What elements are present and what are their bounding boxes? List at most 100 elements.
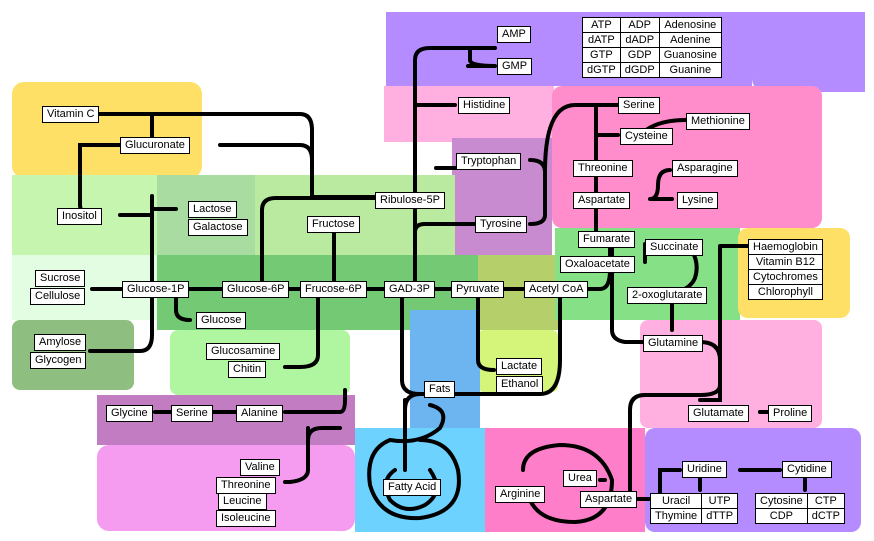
table-cell[interactable]: Guanosine [658, 47, 722, 63]
table-cell[interactable]: dADP [619, 32, 660, 48]
lactose-node[interactable]: Lactose [188, 201, 237, 218]
pyruvate-node[interactable]: Pyruvate [451, 281, 505, 298]
table-cell[interactable]: ADP [619, 17, 660, 33]
histidine-node[interactable]: Histidine [458, 97, 511, 114]
table-row: Cytochromes [748, 269, 823, 285]
glutamine-node[interactable]: Glutamine [643, 335, 704, 352]
cytidine-node[interactable]: Cytidine [782, 461, 832, 478]
oxoglutarate-node[interactable]: 2-oxoglutarate [627, 287, 708, 304]
serine-left-node[interactable]: Serine [171, 405, 213, 422]
gmp-node[interactable]: GMP [497, 58, 533, 75]
glucose-node[interactable]: Glucose [196, 312, 247, 329]
succinate-node[interactable]: Succinate [645, 239, 704, 256]
threonine-top-node[interactable]: Threonine [573, 160, 633, 177]
region-pentose [255, 175, 455, 255]
table-cell[interactable]: CTP [806, 493, 845, 509]
table-cell[interactable]: Uracil [649, 493, 703, 509]
uridine-node[interactable]: Uridine [682, 461, 727, 478]
arginine-node[interactable]: Arginine [495, 486, 546, 503]
serine-top-node[interactable]: Serine [618, 97, 660, 114]
fumarate-node[interactable]: Fumarate [578, 231, 636, 248]
region-histidine [384, 86, 554, 142]
aspartate-top-node[interactable]: Aspartate [573, 192, 631, 209]
sucrose-node[interactable]: Sucrose [35, 270, 86, 287]
table-row: Vitamin B12 [748, 254, 823, 270]
glycogen-node[interactable]: Glycogen [30, 352, 87, 369]
table-row: Haemoglobin [748, 239, 823, 255]
acetyl-coa-node[interactable]: Acetyl CoA [524, 281, 589, 298]
table-row: Chlorophyll [748, 284, 823, 300]
table-cell[interactable]: GDP [619, 47, 660, 63]
table-cell[interactable]: Chlorophyll [748, 284, 823, 300]
amylose-node[interactable]: Amylose [34, 334, 87, 351]
aspartate-bottom-node[interactable]: Aspartate [580, 491, 638, 508]
proline-node[interactable]: Proline [768, 405, 813, 422]
table-cell[interactable]: Adenine [658, 32, 722, 48]
asparagine-node[interactable]: Asparagine [672, 160, 738, 177]
methionine-node[interactable]: Methionine [686, 113, 750, 130]
table-cell[interactable]: Cytosine [755, 493, 808, 509]
urea-node[interactable]: Urea [563, 470, 597, 487]
fatty-acid-node[interactable]: Fatty Acid [383, 479, 442, 496]
inositol-node[interactable]: Inositol [57, 208, 102, 225]
table-cell[interactable]: Vitamin B12 [748, 254, 823, 270]
table-cell[interactable]: dTTP [701, 508, 739, 524]
table-cell[interactable]: Guanine [658, 62, 722, 78]
table-cell[interactable]: dGTP [582, 62, 621, 78]
threonine-bottom-node[interactable]: Threonine [216, 477, 276, 494]
valine-node[interactable]: Valine [240, 459, 280, 476]
leucine-node[interactable]: Leucine [218, 493, 267, 510]
table-cell[interactable]: GTP [582, 47, 621, 63]
glucosamine-node[interactable]: Glucosamine [206, 343, 281, 360]
oxaloacetate-node[interactable]: Oxaloacetate [560, 256, 635, 273]
isoleucine-node[interactable]: Isoleucine [216, 510, 276, 527]
cysteine-node[interactable]: Cysteine [620, 128, 673, 145]
table-cell[interactable]: dCTP [806, 508, 845, 524]
ribulose-5p-node[interactable]: Ribulose-5P [375, 192, 445, 209]
fructose-node[interactable]: Fructose [307, 216, 360, 233]
table-cell[interactable]: CDP [755, 508, 808, 524]
fructose-6p-node[interactable]: Frucose-6P [300, 281, 367, 298]
table-cell[interactable]: dATP [582, 32, 621, 48]
alanine-node[interactable]: Alanine [236, 405, 283, 422]
fats-node[interactable]: Fats [424, 381, 456, 398]
glucose-6p-node[interactable]: Glucose-6P [222, 281, 290, 298]
table-cell[interactable]: Adenosine [658, 17, 722, 33]
lysine-node[interactable]: Lysine [677, 192, 719, 209]
table-cell[interactable]: dGDP [619, 62, 660, 78]
cellulose-node[interactable]: Cellulose [30, 288, 86, 305]
vitamin-c-node[interactable]: Vitamin C [42, 106, 100, 123]
tryptophan-node[interactable]: Tryptophan [456, 153, 522, 170]
ethanol-node[interactable]: Ethanol [496, 376, 544, 393]
table-cell[interactable]: Thymine [649, 508, 703, 524]
glucuronate-node[interactable]: Glucuronate [120, 137, 190, 154]
glutamate-node[interactable]: Glutamate [688, 405, 749, 422]
tyrosine-node[interactable]: Tyrosine [475, 216, 527, 233]
chitin-node[interactable]: Chitin [228, 361, 267, 378]
table-cell[interactable]: ATP [582, 17, 621, 33]
gad-3p-node[interactable]: GAD-3P [384, 281, 435, 298]
glucose-1p-node[interactable]: Glucose-1P [122, 281, 190, 298]
table-cell[interactable]: UTP [701, 493, 739, 509]
table-cell[interactable]: Haemoglobin [748, 239, 823, 255]
galactose-node[interactable]: Galactose [188, 219, 248, 236]
lactate-node[interactable]: Lactate [496, 358, 543, 375]
table-cell[interactable]: Cytochromes [748, 269, 823, 285]
amp-node[interactable]: AMP [497, 26, 531, 43]
region-fats [410, 310, 480, 430]
glycine-node[interactable]: Glycine [106, 405, 153, 422]
